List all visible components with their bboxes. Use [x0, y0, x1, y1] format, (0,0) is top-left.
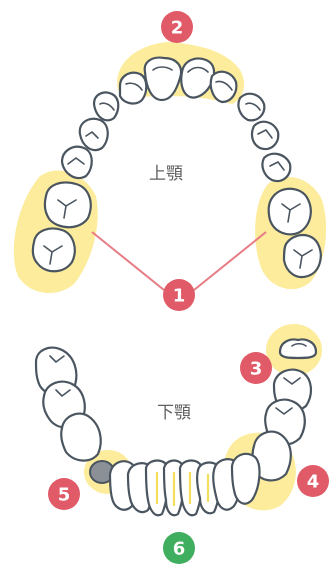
tooth-upper-lateral-left [118, 71, 148, 105]
badge-3: 3 [240, 352, 272, 384]
badge-1: 1 [163, 279, 195, 311]
badge-6: 6 [163, 532, 195, 564]
tooth-upper-premolar-left-1 [78, 117, 109, 152]
pointer-line-left [91, 231, 165, 291]
tooth-upper-molar-right-2 [282, 233, 322, 279]
tooth-upper-molar-left-2 [31, 227, 76, 273]
pointer-line-right [193, 231, 267, 291]
upper-jaw-teeth [31, 56, 322, 279]
badge-5: 5 [48, 478, 80, 510]
tooth-lower-incisor-1 [144, 459, 170, 517]
upper-jaw-label: 上顎 [149, 164, 183, 184]
badge-5-number: 5 [58, 485, 71, 506]
tooth-upper-premolar-right-2 [261, 152, 292, 183]
tooth-upper-molar-right-1 [267, 187, 312, 236]
tooth-upper-canine-right [237, 92, 266, 122]
tooth-lower-premolar-right [230, 452, 261, 505]
badge-1-number: 1 [173, 286, 186, 307]
badge-4-circle [297, 465, 329, 497]
lower-jaw-teeth [34, 338, 318, 517]
badge-3-number: 3 [250, 359, 263, 380]
badge-2: 2 [161, 11, 193, 43]
tooth-upper-premolar-right-1 [250, 120, 280, 151]
tooth-upper-lateral-right [209, 70, 238, 104]
tooth-upper-canine-left [92, 91, 120, 122]
badge-3-circle [240, 352, 272, 384]
badge-6-number: 6 [173, 539, 186, 560]
badge-2-number: 2 [171, 18, 184, 39]
tooth-lower-left-molar-3 [60, 412, 102, 462]
badge-6-circle [163, 532, 195, 564]
pointer-lines [91, 231, 267, 291]
tooth-upper-premolar-left-2 [60, 145, 93, 180]
tooth-upper-molar-left-1 [43, 181, 92, 229]
tooth-lower-right-wisdom-crown [278, 338, 318, 360]
tooth-upper-incisor-left [143, 56, 183, 102]
badge-4-number: 4 [307, 472, 320, 493]
badge-5-circle [48, 478, 80, 510]
badge-1-circle [163, 279, 195, 311]
badge-2-circle [161, 11, 193, 43]
badge-4: 4 [297, 465, 329, 497]
lower-jaw-label: 下顎 [157, 403, 191, 423]
